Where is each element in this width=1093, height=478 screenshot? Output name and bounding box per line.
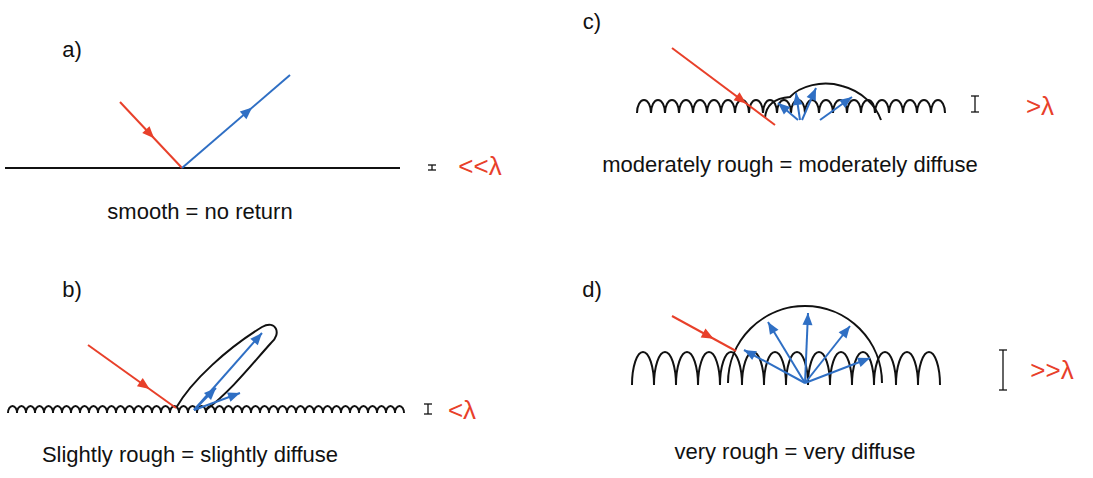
scattered-ray	[194, 333, 262, 410]
smooth-surface	[5, 167, 400, 169]
scattered-ray-head	[802, 313, 812, 325]
scattered-ray	[820, 97, 852, 120]
reflected-ray	[182, 75, 290, 168]
scattered-ray-head	[778, 103, 790, 115]
scattered-ray-head	[839, 97, 852, 108]
roughness-scale-bar	[999, 350, 1007, 390]
scatter-lobe	[765, 84, 881, 120]
panel-caption: very rough = very diffuse	[674, 441, 915, 463]
panel-letter: d)	[582, 279, 602, 301]
panel-letter: c)	[583, 11, 601, 33]
scatter-dome	[728, 306, 882, 383]
incident-ray	[120, 102, 182, 168]
scattered-ray-head	[227, 392, 240, 401]
panel-caption: moderately rough = moderately diffuse	[602, 154, 978, 176]
roughness-scale-label: >>λ	[1030, 357, 1073, 383]
rough-surface	[637, 100, 945, 113]
reflected-ray-head	[240, 108, 252, 120]
scattered-ray	[194, 393, 240, 410]
incident-ray	[672, 48, 775, 125]
scattered-ray	[805, 358, 870, 383]
scatter-lobe	[176, 325, 277, 410]
roughness-scale-label: >λ	[1026, 93, 1054, 119]
scattered-ray-head	[807, 88, 816, 101]
roughness-scale-bar	[971, 96, 979, 112]
incident-ray	[88, 345, 176, 408]
incident-ray-head	[734, 92, 747, 103]
roughness-scale-label: <λ	[448, 397, 476, 423]
scattered-ray-head	[793, 93, 803, 106]
incident-ray-head	[701, 329, 714, 339]
panel-caption: Slightly rough = slightly diffuse	[42, 444, 338, 466]
scattered-ray	[768, 322, 805, 383]
roughness-scale-bar	[428, 165, 436, 170]
scattered-ray-head	[744, 350, 757, 360]
scattered-ray-head	[204, 388, 216, 400]
scattered-ray-head	[768, 322, 778, 335]
incident-ray-head	[137, 378, 150, 389]
scattered-ray-head	[250, 333, 262, 345]
roughness-scale-bar	[424, 404, 432, 414]
scattered-ray	[778, 103, 798, 120]
incident-ray-head	[142, 126, 154, 138]
scattered-ray	[802, 88, 816, 120]
panel-caption: smooth = no return	[107, 201, 292, 223]
scattered-ray-head	[839, 326, 850, 339]
incident-ray	[672, 316, 736, 351]
scattered-ray-head	[857, 358, 870, 367]
panel-letter: b)	[62, 279, 82, 301]
roughness-scale-label: <<λ	[458, 153, 501, 179]
rough-surface	[632, 352, 940, 385]
panel-letter: a)	[62, 39, 82, 61]
scattered-ray	[194, 388, 216, 410]
